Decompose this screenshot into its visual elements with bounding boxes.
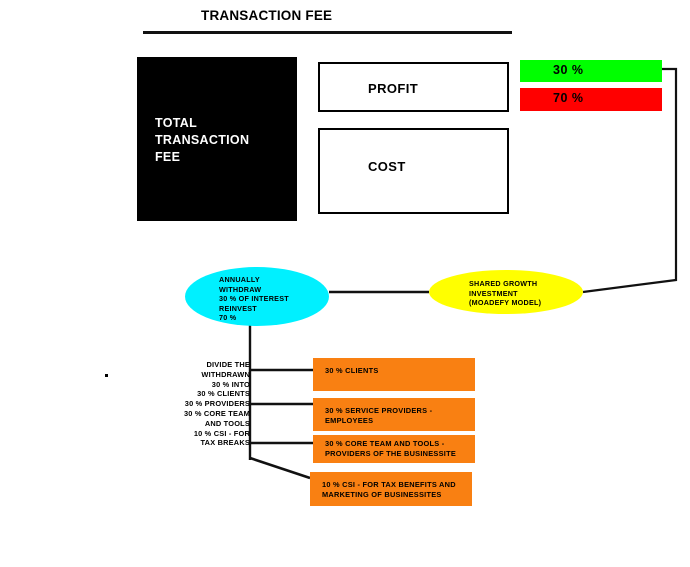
cost-label: COST bbox=[368, 159, 406, 174]
total-transaction-fee-box: TOTAL TRANSACTION FEE bbox=[137, 57, 297, 221]
cost-percent-label: 70 % bbox=[553, 91, 584, 105]
allocation-box-providers: 30 % SERVICE PROVIDERS - EMPLOYEES bbox=[313, 398, 475, 431]
profit-percent-label: 30 % bbox=[553, 63, 584, 77]
page-title: TRANSACTION FEE bbox=[201, 8, 333, 23]
annual-withdraw-ellipse: ANNUALLY WITHDRAW 30 % OF INTEREST REINV… bbox=[185, 267, 329, 326]
annual-withdraw-label: ANNUALLY WITHDRAW 30 % OF INTEREST REINV… bbox=[219, 275, 289, 323]
cost-box: COST bbox=[318, 128, 509, 214]
title-underline bbox=[143, 31, 512, 34]
allocation-box-core-team: 30 % CORE TEAM AND TOOLS - PROVIDERS OF … bbox=[313, 435, 475, 463]
divide-withdrawn-note: DIVIDE THE WITHDRAWN 30 % INTO 30 % CLIE… bbox=[183, 360, 250, 448]
shared-growth-investment-label: SHARED GROWTH INVESTMENT (MOADEFY MODEL) bbox=[469, 279, 542, 308]
cost-percent-red-box: 70 % bbox=[520, 88, 662, 111]
total-transaction-fee-label: TOTAL TRANSACTION FEE bbox=[155, 116, 250, 164]
profit-percent-green-box: 30 % bbox=[520, 60, 662, 82]
shared-growth-investment-ellipse: SHARED GROWTH INVESTMENT (MOADEFY MODEL) bbox=[429, 270, 583, 314]
allocation-box-csi: 10 % CSI - FOR TAX BENEFITS AND MARKETIN… bbox=[310, 472, 472, 506]
connector-branch-csi bbox=[249, 456, 311, 480]
profit-label: PROFIT bbox=[368, 81, 419, 96]
stray-dot-mark bbox=[105, 374, 108, 377]
profit-box: PROFIT bbox=[318, 62, 509, 112]
allocation-box-clients: 30 % CLIENTS bbox=[313, 358, 475, 391]
